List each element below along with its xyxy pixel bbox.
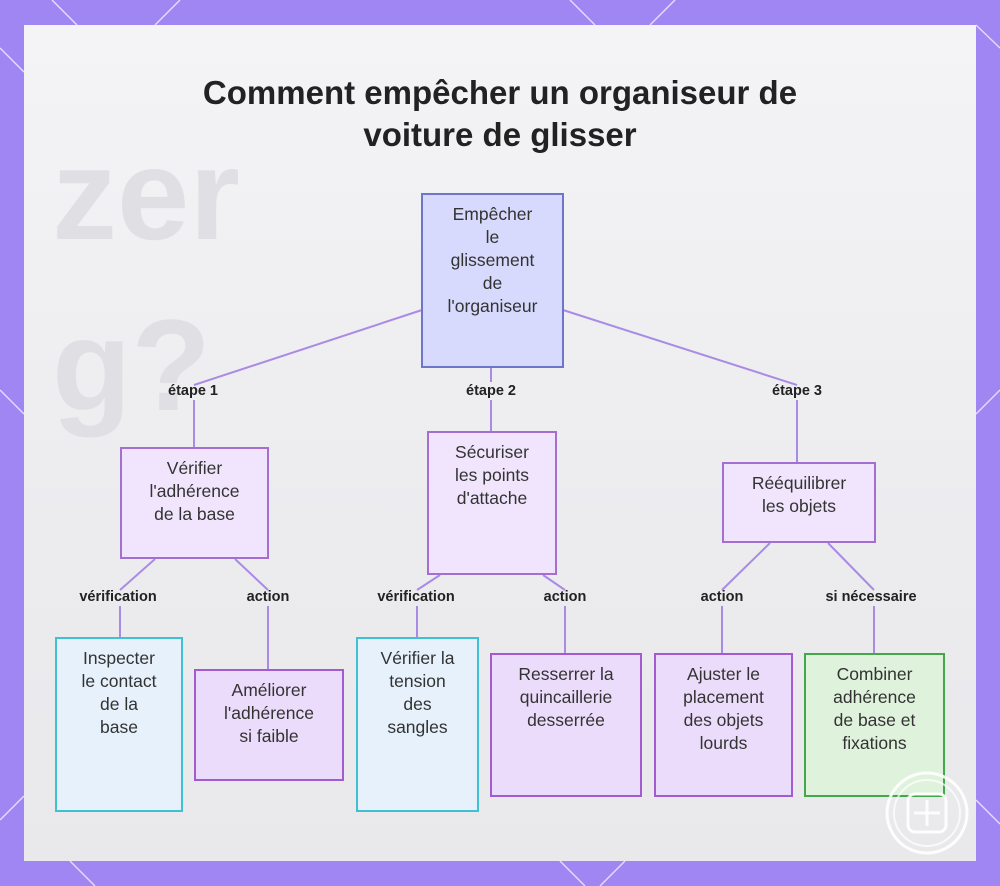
leaf-node-6: Combiner adhérence de base et fixations: [804, 653, 945, 797]
node-text-line: sangles: [387, 717, 448, 737]
edge-label-leaf1: vérification: [79, 589, 157, 605]
root-node-text: Empêcher le glissement de l'organiseur: [448, 203, 538, 318]
connector-step2-leaf3: [416, 574, 441, 591]
edge-label-leaf4: action: [543, 589, 587, 605]
node-text-line: des objets: [683, 710, 764, 730]
node-text-line: les objets: [762, 496, 836, 516]
connector-step1-leaf2: [234, 558, 269, 591]
title-line: voiture de glisser: [363, 116, 637, 153]
title-line: Comment empêcher un organiseur de: [202, 74, 798, 111]
node-text-line: base: [100, 717, 138, 737]
node-text-line: placement: [683, 687, 764, 707]
node-text-line: de base et: [833, 710, 916, 730]
leaf-node-text: Vérifier la tension des sangles: [381, 647, 455, 739]
node-text-line: Vérifier la: [380, 648, 455, 668]
node-text-line: le: [485, 227, 500, 247]
node-text-line: fixations: [842, 733, 907, 753]
node-text-line: quincaillerie: [519, 687, 613, 707]
connector-root-step3: [562, 309, 798, 386]
edge-label-step2: étape 2: [466, 383, 516, 399]
node-text-line: Empêcher: [452, 204, 533, 224]
edge-label-step3: étape 3: [772, 383, 822, 399]
node-text-line: de: [482, 273, 503, 293]
step-node-text: Rééquilibrer les objets: [752, 472, 846, 518]
leaf-node-5: Ajuster le placement des objets lourds: [654, 653, 793, 797]
leaf-node-2: Améliorer l'adhérence si faible: [194, 669, 344, 781]
leaf-node-text: Améliorer l'adhérence si faible: [224, 679, 314, 748]
step-node-text: Sécuriser les points d'attache: [455, 441, 529, 510]
leaf-node-text: Ajuster le placement des objets lourds: [683, 663, 764, 755]
node-text-line: Ajuster le: [687, 664, 760, 684]
leaf-node-text: Inspecter le contact de la base: [82, 647, 157, 739]
node-text-line: Vérifier: [166, 458, 223, 478]
diagram-title: Comment empêcher un organiseur de voitur…: [0, 72, 1000, 156]
node-text-line: Resserrer la: [518, 664, 614, 684]
leaf-node-text: Combiner adhérence de base et fixations: [833, 663, 916, 755]
leaf-node-text: Resserrer la quincaillerie desserrée: [518, 663, 613, 732]
edge-label-step1: étape 1: [168, 383, 218, 399]
connector-root-step1: [193, 309, 423, 386]
node-text-line: l'adhérence: [149, 481, 240, 501]
node-text-line: Combiner: [836, 664, 913, 684]
edge-label-leaf6: si nécessaire: [825, 589, 917, 605]
leaf-node-3: Vérifier la tension des sangles: [356, 637, 479, 812]
connector-step2-leaf4: [542, 574, 566, 591]
node-text-line: adhérence: [833, 687, 916, 707]
node-text-line: Rééquilibrer: [751, 473, 847, 493]
node-text-line: des: [403, 694, 432, 714]
node-text-line: le contact: [81, 671, 157, 691]
edge-label-leaf3: vérification: [377, 589, 455, 605]
leaf-node-4: Resserrer la quincaillerie desserrée: [490, 653, 642, 797]
node-text-line: tension: [389, 671, 446, 691]
connector-step3-leaf5: [721, 542, 771, 591]
node-text-line: desserrée: [527, 710, 605, 730]
step-node-1: Vérifier l'adhérence de la base: [120, 447, 269, 559]
root-node: Empêcher le glissement de l'organiseur: [421, 193, 564, 368]
leaf-node-1: Inspecter le contact de la base: [55, 637, 183, 812]
step-node-text: Vérifier l'adhérence de la base: [150, 457, 240, 526]
edge-label-leaf5: action: [700, 589, 744, 605]
node-text-line: Améliorer: [231, 680, 307, 700]
node-text-line: de la base: [154, 504, 235, 524]
connector-step3-leaf6: [827, 542, 875, 591]
node-text-line: les points: [455, 465, 529, 485]
node-text-line: Inspecter: [83, 648, 155, 668]
node-text-line: de la: [100, 694, 138, 714]
step-node-3: Rééquilibrer les objets: [722, 462, 876, 543]
grid-logo-icon: [885, 771, 969, 855]
node-text-line: d'attache: [456, 488, 528, 508]
node-text-line: l'organiseur: [447, 296, 538, 316]
node-text-line: glissement: [450, 250, 535, 270]
step-node-2: Sécuriser les points d'attache: [427, 431, 557, 575]
node-text-line: Sécuriser: [455, 442, 529, 462]
connector-step1-leaf1: [119, 558, 156, 591]
node-text-line: l'adhérence: [224, 703, 314, 723]
edge-label-leaf2: action: [246, 589, 290, 605]
node-text-line: si faible: [239, 726, 299, 746]
node-text-line: lourds: [699, 733, 748, 753]
